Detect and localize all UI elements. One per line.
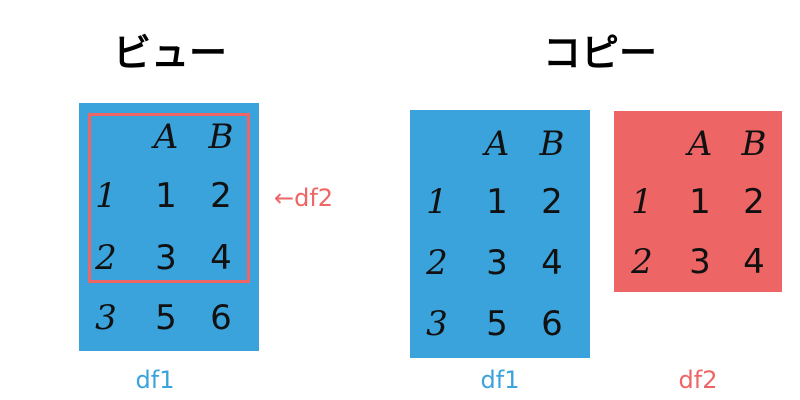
table-cell: 2 xyxy=(541,182,563,222)
table-cell: 4 xyxy=(743,242,765,282)
table-cell: 4 xyxy=(541,243,563,283)
copy-df2-caption: df2 xyxy=(678,366,718,394)
row-index: 3 xyxy=(426,304,448,344)
column-header-a: A xyxy=(687,124,713,164)
table-cell: 3 xyxy=(486,243,508,283)
copy-df1-panel: A B 1 1 2 2 3 4 3 5 6 xyxy=(410,110,590,358)
copy-heading: コピー xyxy=(542,31,658,75)
table-cell: 2 xyxy=(210,176,232,216)
row-index: 3 xyxy=(95,298,117,338)
table-cell: 1 xyxy=(155,176,177,216)
table-cell: 3 xyxy=(155,238,177,278)
row-index: 2 xyxy=(426,243,448,283)
row-index: 1 xyxy=(95,176,117,216)
view-heading: ビュー xyxy=(112,31,228,75)
copy-df1-caption: df1 xyxy=(480,366,520,394)
row-index: 2 xyxy=(95,238,117,278)
table-cell: 6 xyxy=(210,298,232,338)
df2-view-arrow-label: ←df2 xyxy=(274,184,334,212)
table-cell: 1 xyxy=(486,182,508,222)
table-cell: 5 xyxy=(486,304,508,344)
table-cell: 5 xyxy=(155,298,177,338)
column-header-b: B xyxy=(208,117,234,157)
copy-df2-panel: A B 1 1 2 2 3 4 xyxy=(614,111,782,292)
table-cell: 1 xyxy=(689,182,711,222)
column-header-a: A xyxy=(153,117,179,157)
column-header-b: B xyxy=(539,124,565,164)
df2-view-outline xyxy=(88,113,250,283)
row-index: 2 xyxy=(631,242,653,282)
table-cell: 2 xyxy=(743,182,765,222)
column-header-b: B xyxy=(741,124,767,164)
row-index: 1 xyxy=(426,182,448,222)
column-header-a: A xyxy=(484,124,510,164)
view-df1-panel: A B 1 1 2 2 3 4 3 5 6 xyxy=(79,103,259,351)
view-df1-caption: df1 xyxy=(135,366,175,394)
table-cell: 3 xyxy=(689,242,711,282)
table-cell: 4 xyxy=(210,238,232,278)
row-index: 1 xyxy=(631,182,653,222)
table-cell: 6 xyxy=(541,304,563,344)
